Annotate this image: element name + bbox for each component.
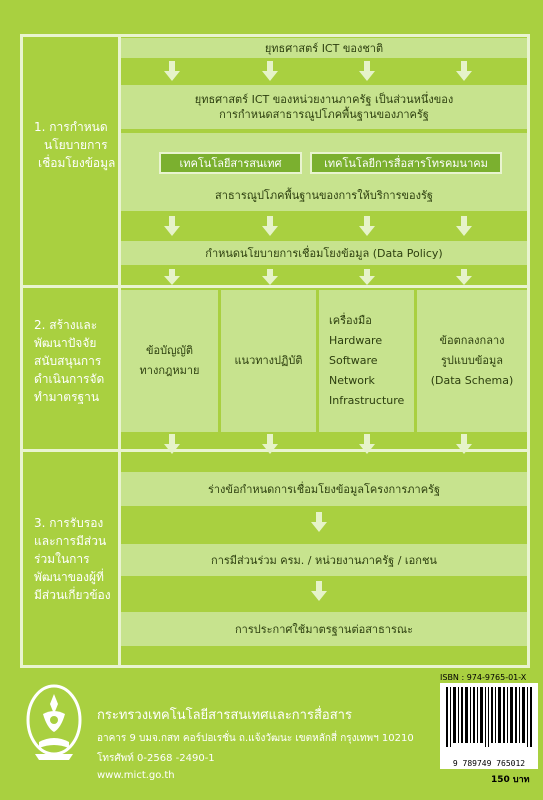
section2-label-line: 2. สร้างและ bbox=[34, 318, 98, 332]
tools-column: เครื่องมือ Hardware Software Network Inf… bbox=[319, 290, 414, 432]
section3-label-line: ร่วมในการ bbox=[34, 552, 90, 566]
schema-column: ข้อตกลงกลาง รูปแบบข้อมูล (Data Schema) bbox=[417, 290, 527, 432]
ministry-website[interactable]: www.mict.go.th bbox=[97, 770, 175, 781]
section3-label-line: มีส่วนเกี่ยวข้อง bbox=[34, 588, 111, 602]
arrow-down-icon bbox=[456, 216, 472, 236]
ict-agency-text-line2: การกำหนดสาธารณูปโภคพื้นฐานของภาครัฐ bbox=[219, 108, 429, 121]
barcode-bars-icon bbox=[446, 687, 532, 747]
ministry-logo-icon bbox=[26, 684, 82, 760]
barcode: 9 789749 765012 bbox=[440, 683, 538, 769]
ministry-phone: โทรศัพท์ 0-2568 -2490-1 bbox=[97, 753, 215, 764]
tools-text: เครื่องมือ bbox=[329, 314, 372, 327]
law-text: ทางกฎหมาย bbox=[139, 364, 200, 377]
isbn-text: ISBN : 974-9765-01-X bbox=[440, 673, 527, 682]
schema-text: (Data Schema) bbox=[430, 374, 514, 387]
arrow-down-icon bbox=[359, 61, 375, 81]
schema-text: ข้อตกลงกลาง bbox=[439, 334, 505, 347]
arrow-down-icon bbox=[359, 216, 375, 236]
section1-label-line: นโยบายการ bbox=[44, 138, 108, 152]
arrow-down-icon bbox=[456, 269, 472, 289]
it-box: เทคโนโลยีสารสนเทศ bbox=[159, 152, 302, 174]
arrow-down-icon bbox=[359, 269, 375, 289]
comm-box: เทคโนโลยีการสื่อสารโทรคมนาคม bbox=[310, 152, 502, 174]
participation-text: การมีส่วนร่วม ครม. / หน่วยงานภาครัฐ / เอ… bbox=[211, 553, 437, 567]
practice-column: แนวทางปฏิบัติ bbox=[221, 290, 316, 432]
section2-label-line: พัฒนาปัจจัย bbox=[34, 336, 97, 350]
section2-label-line: ดำเนินการจัด bbox=[34, 372, 105, 386]
law-text: ข้อบัญญัติ bbox=[146, 344, 193, 357]
ict-agency-text-line1: ยุทธศาสตร์ ICT ของหน่วยงานภาครัฐ เป็นส่ว… bbox=[194, 93, 454, 106]
draft-box: ร่างข้อกำหนดการเชื่อมโยงข้อมูลโครงการภาค… bbox=[121, 472, 527, 506]
section2-label-line: ทำมาตรฐาน bbox=[34, 390, 100, 404]
ministry-address: อาคาร 9 บมจ.กสท คอร์ปอเรชั่น ถ.แจ้งวัฒนะ… bbox=[97, 733, 414, 744]
section3-label-line: พัฒนาของผู้ที่ bbox=[34, 570, 104, 584]
announce-text: การประกาศใช้มาตรฐานต่อสาธารณะ bbox=[235, 622, 413, 636]
section1-label-line: 1. การกำหนด bbox=[34, 120, 108, 134]
barcode-number: 9 789749 765012 bbox=[452, 759, 526, 768]
arrow-down-icon bbox=[359, 434, 375, 454]
arrow-down-icon bbox=[311, 581, 327, 601]
arrow-down-icon bbox=[311, 512, 327, 532]
it-text: เทคโนโลยีสารสนเทศ bbox=[179, 156, 282, 170]
section1-label: 1. การกำหนด นโยบายการ เชื่อมโยงข้อมูล bbox=[34, 118, 115, 172]
tools-text: Software bbox=[329, 354, 378, 367]
participation-box: การมีส่วนร่วม ครม. / หน่วยงานภาครัฐ / เอ… bbox=[121, 544, 527, 576]
section1-label-line: เชื่อมโยงข้อมูล bbox=[38, 156, 116, 170]
tools-text: Network bbox=[329, 374, 375, 387]
arrow-down-icon bbox=[262, 216, 278, 236]
ministry-name: กระทรวงเทคโนโลยีสารสนเทศและการสื่อสาร bbox=[97, 708, 352, 723]
arrow-down-icon bbox=[164, 269, 180, 289]
arrow-down-icon bbox=[164, 61, 180, 81]
section2-label-line: สนับสนุนการ bbox=[34, 354, 102, 368]
section-divider-2 bbox=[20, 449, 530, 452]
tools-text: Hardware bbox=[329, 334, 383, 347]
ict-national-box: ยุทธศาสตร์ ICT ของชาติ bbox=[121, 38, 527, 58]
ict-agency-box: ยุทธศาสตร์ ICT ของหน่วยงานภาครัฐ เป็นส่ว… bbox=[121, 85, 527, 129]
arrow-down-icon bbox=[164, 434, 180, 454]
comm-text: เทคโนโลยีการสื่อสารโทรคมนาคม bbox=[324, 156, 488, 170]
law-column: ข้อบัญญัติ ทางกฎหมาย bbox=[121, 290, 218, 432]
diagram-frame bbox=[20, 34, 530, 668]
tools-text: Infrastructure bbox=[329, 394, 405, 407]
arrow-down-icon bbox=[262, 61, 278, 81]
infra-label: สาธารณูปโภคพื้นฐานของการให้บริการของรัฐ bbox=[121, 184, 527, 206]
section3-label-line: และการมีส่วน bbox=[34, 534, 107, 548]
label-column-divider bbox=[118, 34, 121, 668]
arrow-down-icon bbox=[164, 216, 180, 236]
section2-label: 2. สร้างและ พัฒนาปัจจัย สนับสนุนการ ดำเน… bbox=[34, 316, 104, 406]
section3-label: 3. การรับรอง และการมีส่วน ร่วมในการ พัฒน… bbox=[34, 514, 111, 604]
arrow-down-icon bbox=[262, 434, 278, 454]
data-policy-text: กำหนดนโยบายการเชื่อมโยงข้อมูล (Data Poli… bbox=[205, 246, 443, 260]
ict-national-text: ยุทธศาสตร์ ICT ของชาติ bbox=[264, 41, 384, 55]
announce-box: การประกาศใช้มาตรฐานต่อสาธารณะ bbox=[121, 612, 527, 646]
arrow-down-icon bbox=[262, 269, 278, 289]
section-divider-1 bbox=[20, 285, 530, 288]
practice-text: แนวทางปฏิบัติ bbox=[234, 354, 303, 367]
arrow-down-icon bbox=[456, 434, 472, 454]
infra-text: สาธารณูปโภคพื้นฐานของการให้บริการของรัฐ bbox=[215, 188, 433, 202]
price-text: 150 บาท bbox=[491, 775, 530, 785]
arrow-down-icon bbox=[456, 61, 472, 81]
section3-label-line: 3. การรับรอง bbox=[34, 516, 104, 530]
schema-text: รูปแบบข้อมูล bbox=[440, 354, 504, 367]
data-policy-box: กำหนดนโยบายการเชื่อมโยงข้อมูล (Data Poli… bbox=[121, 241, 527, 265]
draft-text: ร่างข้อกำหนดการเชื่อมโยงข้อมูลโครงการภาค… bbox=[207, 482, 441, 496]
